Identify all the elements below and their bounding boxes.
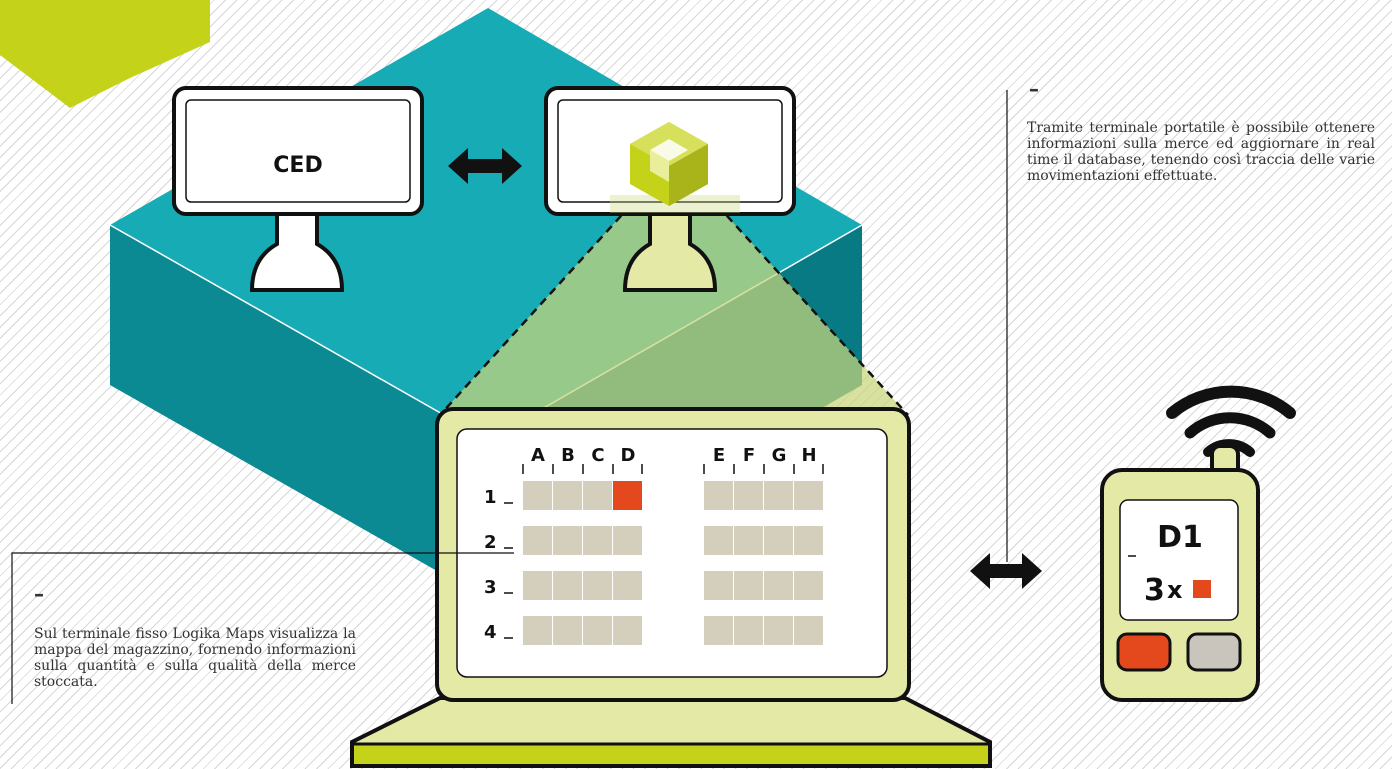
map-cell-e1	[704, 481, 733, 510]
map-cell-f1	[734, 481, 763, 510]
logika-cube-icon	[630, 122, 708, 206]
hexagon-logo-corner	[0, 0, 210, 108]
map-column-label-e: E	[713, 445, 725, 466]
map-cell-c3	[583, 571, 612, 600]
wifi-arc-large	[1166, 385, 1296, 419]
map-cell-b3	[553, 571, 582, 600]
beam-dash-right	[707, 194, 909, 416]
handheld-button-gray	[1186, 632, 1242, 672]
map-cell-b1	[553, 481, 582, 510]
map-column-label-c: C	[591, 445, 604, 466]
map-cell-a3	[523, 571, 552, 600]
map-cell-g2	[764, 526, 793, 555]
map-row-label-3: 3	[484, 577, 497, 598]
monitor-ced-label: CED	[273, 153, 322, 178]
handheld-quantity: 3	[1144, 573, 1165, 608]
handheld-button-orange	[1116, 632, 1172, 672]
map-cell-h2	[794, 526, 823, 555]
caption-left: Sul terminale fisso Logika Maps visualiz…	[34, 626, 356, 690]
projection-beam	[440, 195, 908, 415]
callout-line-left	[11, 552, 514, 704]
map-cell-a1	[523, 481, 552, 510]
map-cell-e4	[704, 616, 733, 645]
map-column-label-d: D	[621, 445, 636, 466]
map-cell-h3	[794, 571, 823, 600]
map-cell-a2	[523, 526, 552, 555]
map-cell-f2	[734, 526, 763, 555]
map-cell-b2	[553, 526, 582, 555]
map-cell-d3	[613, 571, 642, 600]
map-cell-g4	[764, 616, 793, 645]
map-column-label-f: F	[743, 445, 755, 466]
block-left-face	[110, 225, 488, 600]
monitor-ced-screen	[185, 99, 411, 203]
beam-over-screen	[610, 195, 740, 213]
map-row-label-4: 4	[484, 622, 497, 643]
map-cell-f3	[734, 571, 763, 600]
monitor-logika-stand	[622, 210, 718, 292]
map-cell-h4	[794, 616, 823, 645]
double-arrow-monitors	[448, 148, 522, 184]
map-cell-a4	[523, 616, 552, 645]
caption-right-dash: –	[1029, 77, 1039, 101]
handheld-location-label: D1	[1157, 520, 1203, 555]
handheld-terminal: D1 3 x	[1100, 385, 1296, 702]
beam-dash-left	[439, 194, 641, 416]
map-cell-d2	[613, 526, 642, 555]
map-column-label-a: A	[531, 445, 545, 466]
monitor-ced-stand	[249, 210, 345, 292]
laptop	[350, 407, 992, 768]
caption-left-dash: –	[34, 582, 44, 606]
map-column-label-h: H	[801, 445, 816, 466]
map-cell-e2	[704, 526, 733, 555]
map-row-label-2: 2	[484, 532, 497, 553]
map-cell-d1	[613, 481, 642, 510]
map-cell-g3	[764, 571, 793, 600]
map-column-label-b: B	[561, 445, 575, 466]
map-column-label-g: G	[772, 445, 787, 466]
map-cell-g1	[764, 481, 793, 510]
monitor-ced: CED	[172, 86, 424, 292]
caption-right: Tramite terminale portatile è possibile …	[1027, 120, 1375, 184]
map-cell-c2	[583, 526, 612, 555]
laptop-base-strip	[354, 744, 988, 764]
map-cell-b4	[553, 616, 582, 645]
map-cell-e3	[704, 571, 733, 600]
map-cell-h1	[794, 481, 823, 510]
monitor-logika	[544, 86, 796, 292]
map-cell-c4	[583, 616, 612, 645]
map-row-label-1: 1	[484, 487, 497, 508]
map-cell-d4	[613, 616, 642, 645]
warehouse-map-grid	[523, 481, 823, 645]
handheld-quantity-marker	[1193, 580, 1211, 598]
map-cell-f4	[734, 616, 763, 645]
wifi-arc-medium	[1184, 412, 1276, 439]
map-cell-c1	[583, 481, 612, 510]
handheld-multiplier: x	[1167, 576, 1183, 604]
double-arrow-laptop-handheld	[970, 553, 1042, 589]
